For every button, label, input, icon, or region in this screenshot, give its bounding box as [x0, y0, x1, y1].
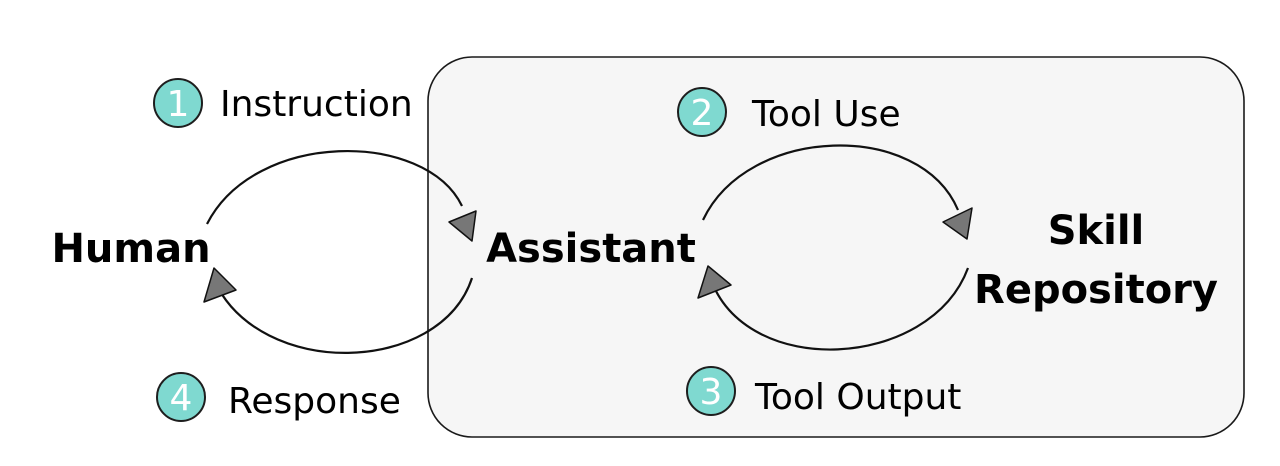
response-arrowhead [203, 267, 237, 303]
step-tool-use: 2 Tool Use [677, 87, 901, 137]
step-tool-output: 3 Tool Output [686, 366, 961, 418]
step-instruction: 1 Instruction [153, 78, 413, 128]
instruction-arc [206, 149, 463, 225]
assistant-environment-region [427, 56, 1245, 438]
step-3-number: 3 [700, 372, 723, 413]
tool-output-arc [708, 267, 970, 351]
step-3-badge [686, 366, 736, 416]
step-1-label: Instruction [220, 84, 413, 125]
step-3-label: Tool Output [754, 377, 961, 418]
assistant-node-label: Assistant [486, 226, 696, 272]
skill-repository-label-line-1: Skill [1048, 208, 1145, 254]
step-4-badge [156, 372, 206, 422]
step-1-number: 1 [167, 84, 190, 125]
response-arc [213, 277, 474, 354]
human-node-label: Human [51, 226, 210, 272]
step-4-label: Response [228, 381, 401, 422]
tool-use-arc [702, 144, 960, 221]
instruction-arrowhead [448, 210, 477, 242]
step-2-badge [677, 87, 727, 137]
tool-output-arrowhead [697, 265, 732, 299]
skill-repository-label-line-2: Repository [974, 267, 1218, 313]
step-2-label: Tool Use [751, 94, 901, 135]
step-response: 4 Response [156, 372, 401, 422]
step-4-number: 4 [170, 378, 193, 419]
step-2-number: 2 [691, 93, 714, 134]
step-1-badge [153, 78, 203, 128]
tool-use-arrowhead [942, 207, 973, 240]
